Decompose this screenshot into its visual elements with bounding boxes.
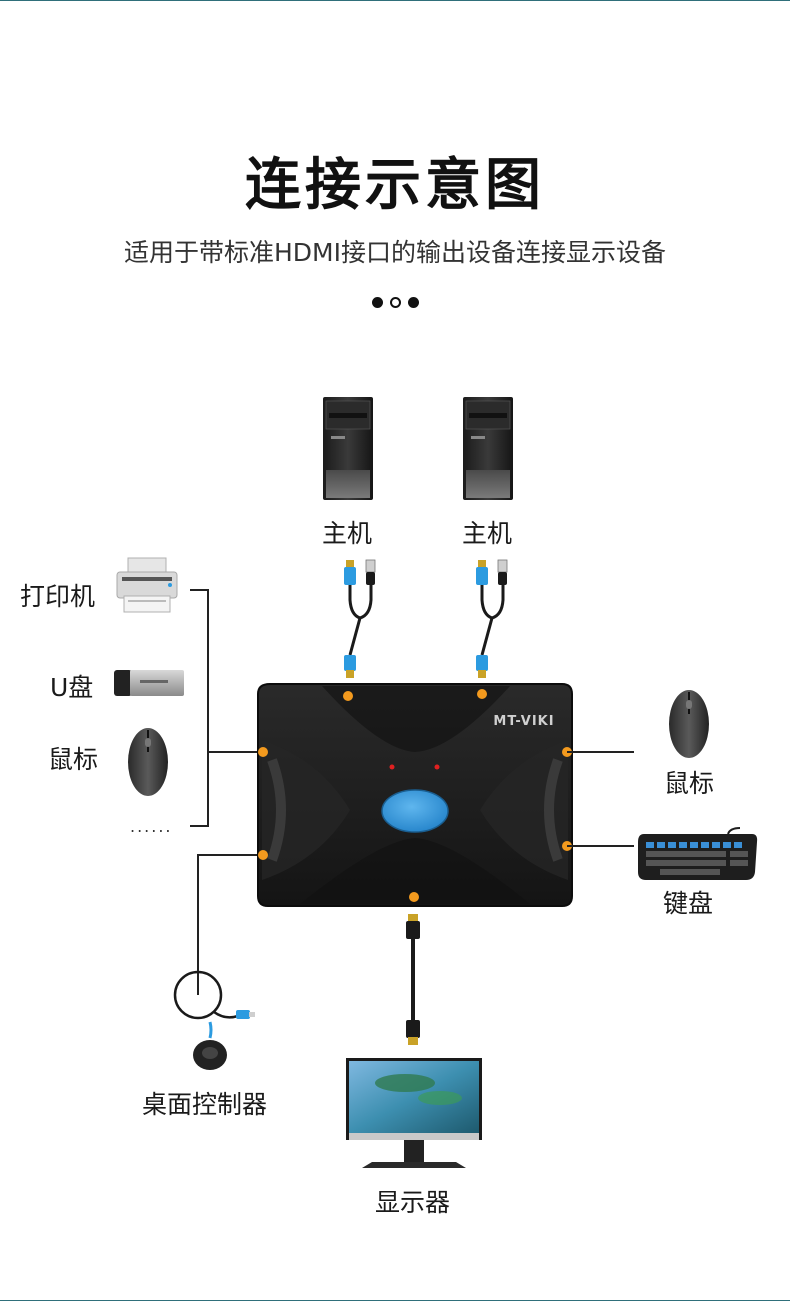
mouse-right-icon xyxy=(669,690,709,758)
monitor-icon xyxy=(346,1058,482,1168)
keyboard-label: 键盘 xyxy=(663,889,714,918)
dot-2 xyxy=(390,297,401,308)
led-1 xyxy=(389,764,395,770)
monitor-hdmi-cable-icon xyxy=(406,914,420,1045)
device-brand-label: MT-VIKI xyxy=(493,714,554,729)
usb-drive-icon xyxy=(114,670,184,696)
printer-label: 打印机 xyxy=(20,582,96,611)
host-tower-2-icon xyxy=(463,397,513,500)
left-bracket-line xyxy=(190,589,209,827)
led-2 xyxy=(434,764,440,770)
dot-3 xyxy=(408,297,419,308)
controller-line xyxy=(197,854,263,995)
page-title: 连接示意图 xyxy=(245,153,545,218)
desktop-controller-icon xyxy=(173,970,255,1070)
mouse-left-label: 鼠标 xyxy=(48,745,99,774)
controller-label: 桌面控制器 xyxy=(142,1090,268,1119)
pagination-dots xyxy=(372,297,420,311)
host-tower-1-icon xyxy=(323,397,373,500)
host-cable-1-icon xyxy=(344,559,376,678)
monitor-label: 显示器 xyxy=(375,1188,451,1217)
host-2-label: 主机 xyxy=(462,519,513,548)
mouse-right-label: 鼠标 xyxy=(664,769,715,798)
dot-1 xyxy=(372,297,383,308)
more-dots-label: ...... xyxy=(130,817,173,836)
host-1-label: 主机 xyxy=(322,519,373,548)
mouse-left-icon xyxy=(128,728,168,796)
page-subtitle: 适用于带标准HDMI接口的输出设备连接显示设备 xyxy=(124,238,666,267)
switch-button[interactable] xyxy=(381,789,449,833)
printer-icon xyxy=(116,557,178,613)
usb-drive-label: U盘 xyxy=(50,673,94,702)
host-cable-2-icon xyxy=(476,559,508,678)
keyboard-icon xyxy=(638,827,758,880)
top-edge-line xyxy=(0,0,790,1)
